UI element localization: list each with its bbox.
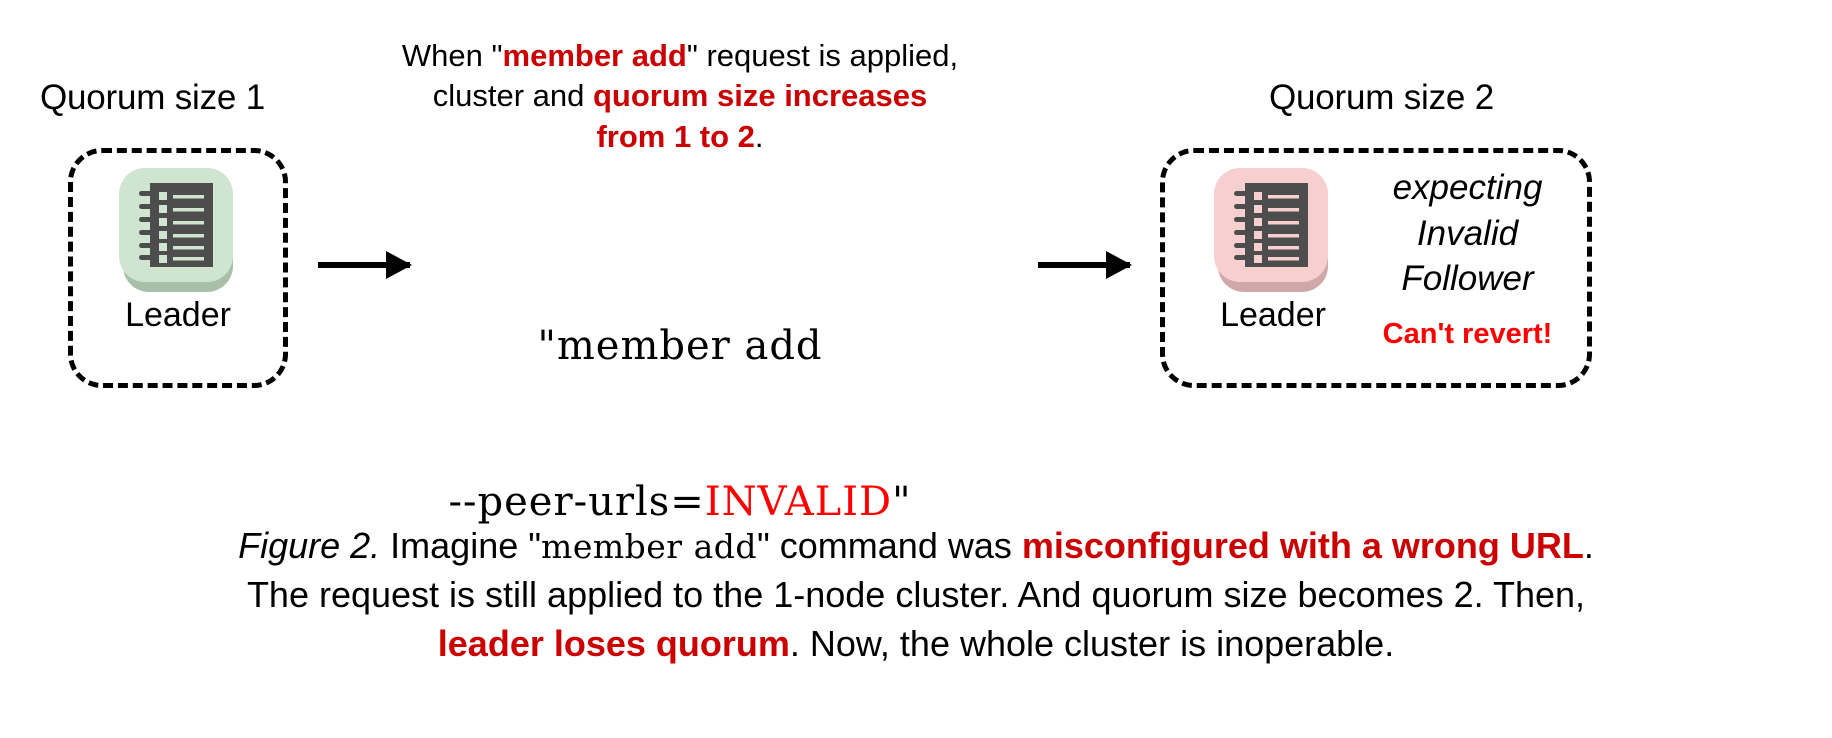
left-node-label: Leader: [125, 296, 231, 334]
caption-line-3: leader loses quorum. Now, the whole clus…: [36, 620, 1796, 669]
top-note-highlight-quorum-size: quorum size increases from 1 to 2: [593, 78, 928, 154]
ledger-icon: [119, 168, 233, 282]
caption-command-mono: member add: [541, 527, 757, 566]
left-node-icon-wrapper: [119, 168, 237, 292]
right-node-icon-wrapper: [1214, 168, 1332, 292]
caption-text-2: " command was: [757, 525, 1022, 566]
ledger-icon-glyph: [1234, 183, 1308, 267]
right-cluster-title: Quorum size 2: [1269, 78, 1494, 117]
caption-highlight-leader-loses-quorum: leader loses quorum: [437, 622, 790, 664]
top-annotation: When "member add" request is applied, cl…: [400, 36, 960, 157]
ledger-icon: [1214, 168, 1328, 282]
figure-caption: Figure 2. Imagine "member add" command w…: [36, 522, 1796, 669]
arrow-command-to-right: [1038, 251, 1132, 279]
caption-text-3: .: [1583, 525, 1594, 566]
caption-text-1: Imagine ": [380, 525, 542, 566]
command-invalid-value: INVALID: [704, 479, 893, 525]
top-note-text-3: .: [754, 118, 764, 154]
arrow-left-to-command: [318, 251, 412, 279]
right-cluster-node: Leader: [1198, 168, 1348, 334]
top-note-highlight-member-add: member add: [502, 38, 687, 73]
command-line-2: --peer-urls=INVALID": [430, 476, 930, 528]
command-flag: --peer-urls=: [448, 479, 705, 525]
right-cluster-status: expecting Invalid Follower Can't revert!: [1355, 165, 1580, 351]
left-cluster-title: Quorum size 1: [40, 78, 265, 117]
right-node-label: Leader: [1220, 296, 1326, 334]
left-cluster-node: Leader: [103, 168, 253, 334]
cant-revert-warning: Can't revert!: [1382, 317, 1553, 350]
caption-line-2: The request is still applied to the 1-no…: [246, 573, 1586, 615]
status-line-2: Invalid: [1416, 213, 1519, 253]
command-close-quote: ": [892, 479, 912, 525]
top-note-text-1: When ": [401, 38, 503, 73]
ledger-icon-glyph: [139, 183, 213, 267]
top-annotation-line1: When "member add" request is applied, cl…: [402, 38, 958, 154]
caption-text-4: . Now, the whole cluster is inoperable.: [789, 622, 1395, 664]
caption-highlight-misconfigured: misconfigured with a wrong URL: [1021, 525, 1584, 566]
command-text: "member add --peer-urls=INVALID": [430, 216, 930, 632]
command-line-1: "member add: [537, 323, 823, 369]
caption-line-1: Figure 2. Imagine "member add" command w…: [36, 522, 1796, 571]
top-note-text-2: " request is applied, cluster and: [432, 38, 959, 114]
caption-figure-label: Figure 2.: [238, 525, 381, 566]
status-line-3: Follower: [1401, 259, 1534, 298]
status-line-1: expecting: [1392, 168, 1543, 207]
